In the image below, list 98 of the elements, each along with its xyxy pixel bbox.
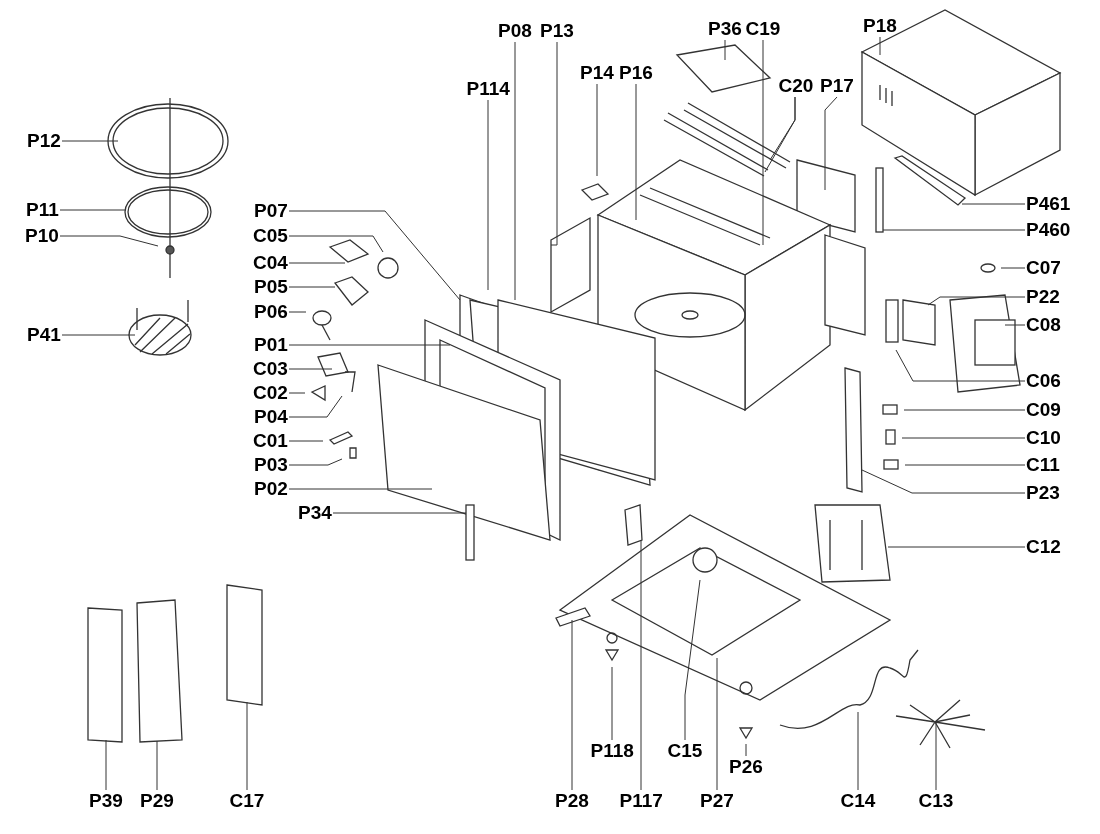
callout-label: P03 (254, 455, 288, 475)
leader-line (635, 83, 637, 221)
callout-label: P18 (863, 16, 897, 36)
callout-label: P36 (708, 19, 742, 39)
callout-label: P23 (1026, 483, 1060, 503)
callout-label: C08 (1026, 315, 1061, 335)
callout-label: P460 (1026, 220, 1071, 240)
leader-line (879, 36, 881, 56)
leader-line (288, 262, 346, 264)
callout-label: P16 (619, 63, 653, 83)
leader-line (901, 437, 1026, 439)
leader-line (288, 286, 336, 288)
callout-label: P117 (619, 791, 663, 811)
callout-label: C14 (840, 791, 876, 811)
leader-line (887, 546, 1026, 548)
leader-line (288, 311, 307, 313)
leader-line (857, 711, 859, 791)
callout-label: C13 (918, 791, 954, 811)
callout-label: C19 (745, 19, 781, 39)
callout-label: P118 (590, 741, 634, 761)
callout-label: P12 (27, 131, 61, 151)
callout-label: C01 (253, 431, 288, 451)
leader-line (684, 579, 701, 741)
leader-line (550, 41, 558, 246)
callout-label: P02 (254, 479, 288, 499)
leader-line (288, 392, 306, 394)
leader-line (288, 368, 333, 370)
callout-label: P06 (254, 302, 288, 322)
callout-label: C03 (253, 359, 288, 379)
callout-label: C06 (1026, 371, 1061, 391)
leader-line (745, 743, 747, 757)
callout-label: P04 (254, 407, 288, 427)
leader-line (288, 488, 433, 490)
leader-line (288, 440, 324, 442)
leader-line (1000, 267, 1026, 269)
leader-line (762, 39, 764, 246)
leader-line (724, 39, 726, 61)
leader-line (156, 740, 158, 791)
leader-line (59, 235, 159, 247)
callout-label: P05 (254, 277, 288, 297)
leader-line (61, 140, 119, 142)
callout-label: P08 (498, 21, 532, 41)
leader-line (288, 458, 343, 466)
leader-line (895, 349, 1026, 382)
callout-label: P41 (27, 325, 61, 345)
callout-label: C07 (1026, 258, 1061, 278)
leader-line (961, 203, 1026, 205)
leader-line (288, 344, 451, 346)
callout-label: C15 (667, 741, 703, 761)
leader-line (288, 210, 461, 301)
leader-line (903, 409, 1026, 411)
callout-label: C09 (1026, 400, 1061, 420)
leader-line (59, 209, 126, 211)
callout-label: C10 (1026, 428, 1061, 448)
callout-label: P27 (700, 791, 734, 811)
callout-label: C05 (253, 226, 288, 246)
leader-line (288, 395, 343, 418)
callout-label: P26 (729, 757, 763, 777)
callout-label: P01 (254, 335, 288, 355)
leader-line (571, 619, 573, 791)
callout-label: C04 (253, 253, 288, 273)
leader-line (904, 464, 1026, 466)
callout-label: P461 (1026, 194, 1071, 214)
callout-label: P07 (254, 201, 288, 221)
callout-label: P10 (25, 226, 59, 246)
leader-line (927, 296, 1026, 306)
leader-line (1004, 324, 1026, 326)
leader-line (288, 235, 384, 253)
callout-label: P29 (140, 791, 174, 811)
leader-line (935, 721, 937, 791)
callout-label: P39 (89, 791, 123, 811)
leader-line (332, 512, 467, 514)
leader-line (596, 83, 598, 177)
callout-label: P28 (555, 791, 589, 811)
callout-label: P114 (466, 79, 510, 99)
leader-line (61, 334, 136, 336)
callout-label: P17 (820, 76, 854, 96)
leader-line (764, 96, 796, 173)
callout-label: C17 (229, 791, 265, 811)
callout-label: P13 (540, 21, 574, 41)
leader-line (861, 469, 1026, 494)
leader-line (246, 701, 248, 791)
leader-line (611, 666, 613, 741)
leader-line (824, 96, 838, 191)
leader-line (105, 739, 107, 791)
callout-label: P22 (1026, 287, 1060, 307)
leader-line (882, 229, 1026, 231)
callout-label: C20 (778, 76, 814, 96)
callout-label: C11 (1026, 455, 1060, 475)
callout-label: C12 (1026, 537, 1061, 557)
leader-line (716, 657, 718, 791)
leader-line (487, 99, 489, 291)
callout-label: C02 (253, 383, 288, 403)
callout-label: P11 (26, 200, 59, 220)
leader-line (514, 41, 516, 301)
callout-label: P34 (298, 503, 332, 523)
leader-line (640, 539, 642, 791)
callout-label: P14 (580, 63, 614, 83)
